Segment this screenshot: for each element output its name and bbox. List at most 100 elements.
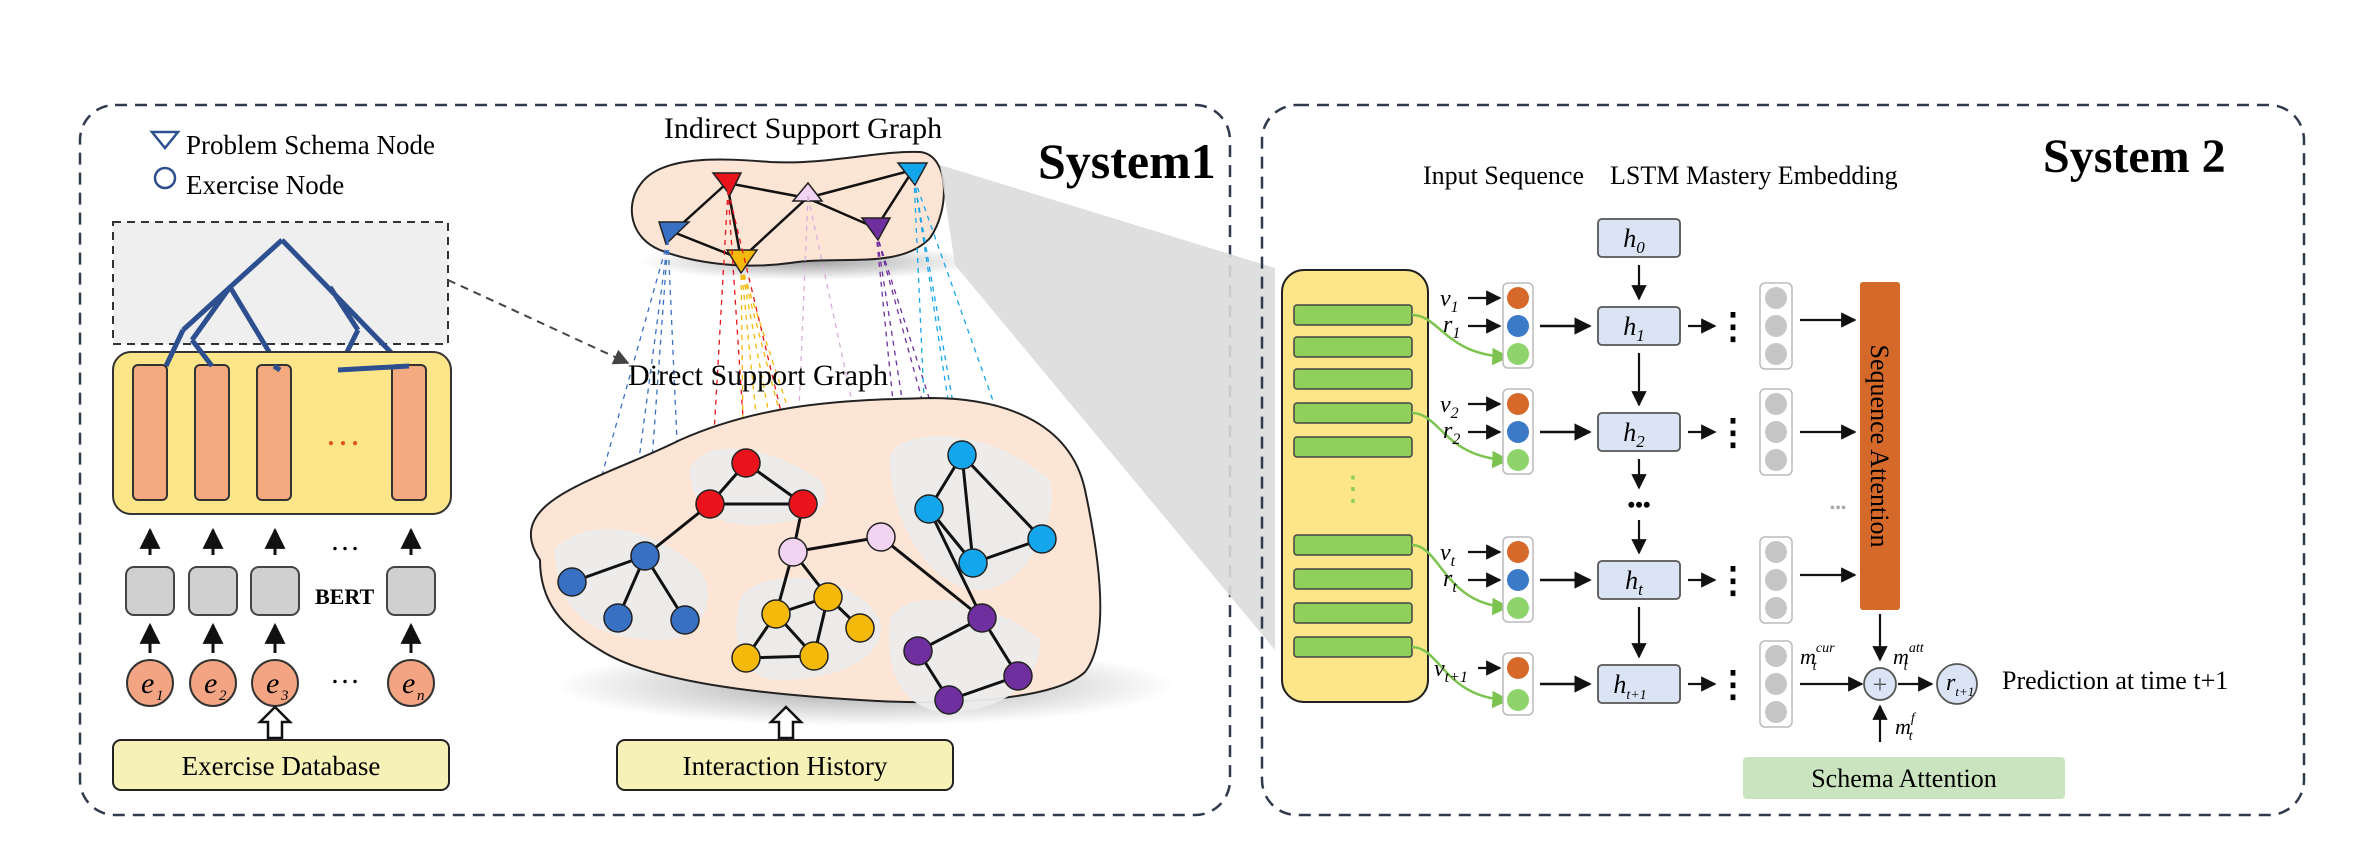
exercise-node	[695, 489, 725, 519]
sequence-bar	[1293, 336, 1413, 358]
embedding-bar	[256, 364, 292, 501]
attention-gray-dots: •••	[1830, 500, 1847, 517]
svg-text:ht+1: ht+1	[1613, 670, 1646, 703]
exercise-node	[603, 603, 633, 633]
interaction-history-label: Interaction History	[683, 751, 888, 781]
sequence-bar	[1293, 304, 1413, 326]
svg-text:e: e	[141, 667, 154, 700]
lstm-cells	[1597, 218, 1681, 704]
exercise-ellipsis: …	[330, 657, 360, 690]
svg-text:e: e	[402, 667, 415, 700]
system2-title: System 2	[2043, 130, 2226, 183]
exercise-node-e1: e 1	[126, 659, 174, 707]
column-mastery-embedding: Mastery Embedding	[1686, 161, 1898, 190]
arrow-ellipsis: …	[330, 524, 360, 557]
column-lstm: LSTM	[1610, 161, 1679, 190]
exercise-node	[1003, 661, 1033, 691]
bert-boxes	[125, 566, 436, 616]
exercise-node	[630, 541, 660, 571]
schema-node	[711, 172, 743, 197]
svg-text:⋮: ⋮	[1715, 306, 1751, 346]
schema-attention-label: Schema Attention	[1811, 764, 1997, 793]
v2-label: v2	[1440, 392, 1459, 422]
mastery-dots: ⋮ ⋮ ⋮ ⋮	[1715, 306, 1751, 704]
svg-text:h2: h2	[1623, 418, 1645, 451]
encoder-ellipsis: …	[325, 413, 361, 453]
exercise-node	[813, 582, 843, 612]
hierarchy-to-graph-arrow	[447, 279, 630, 365]
embedding-bar	[132, 364, 168, 501]
exercise-database-label: Exercise Database	[182, 751, 381, 781]
lstm-cell-ht	[1597, 560, 1681, 600]
prediction-node	[1936, 663, 1978, 705]
sequence-bar	[1293, 368, 1413, 390]
input-triplets	[1502, 282, 1534, 716]
schema-tree	[181, 238, 410, 372]
v1-label: v1	[1440, 286, 1459, 316]
svg-text:e: e	[204, 667, 217, 700]
svg-text:3: 3	[280, 688, 289, 704]
exercise-node	[731, 643, 761, 673]
schema-node	[791, 181, 824, 202]
encoder-bars	[132, 364, 427, 501]
exercise-node	[1027, 524, 1057, 554]
bert-box	[188, 566, 238, 616]
prediction-label: Prediction at time t+1	[2002, 666, 2228, 695]
exercise-node	[958, 548, 988, 578]
database-hollow-arrow	[256, 705, 294, 740]
exercise-node	[788, 489, 818, 519]
exercise-node	[914, 494, 944, 524]
exercise-node	[557, 567, 587, 597]
lstm-cell-ht1	[1597, 664, 1681, 704]
fusion-plus: +	[1873, 670, 1888, 699]
schema-node	[657, 221, 691, 246]
exercise-node	[670, 605, 700, 635]
prediction-node-label: rt+1	[1946, 670, 1974, 699]
attention-arrows	[1800, 312, 1864, 692]
input-labels: v1 r1 v2 r2 vt rt vt+1	[1434, 286, 1468, 686]
exercise-node	[967, 603, 997, 633]
indirect-graph-blob	[630, 150, 945, 267]
legend-exercise-node-label: Exercise Node	[186, 170, 344, 200]
lstm-cell-h1	[1597, 306, 1681, 346]
schema-node	[896, 162, 929, 187]
svg-text:2: 2	[219, 688, 227, 704]
sequence-bar	[1293, 436, 1413, 458]
exercise-node	[731, 448, 761, 478]
rt-label: rt	[1443, 566, 1457, 596]
indirect-graph-title: Indirect Support Graph	[664, 112, 942, 145]
exercise-node-legend-icon	[153, 166, 177, 190]
encoder-up-arrows	[139, 527, 422, 555]
r1-label: r1	[1443, 312, 1460, 342]
svg-text:h1: h1	[1623, 312, 1645, 345]
vt-label: vt	[1440, 540, 1456, 570]
schema-attention-box	[1743, 757, 2065, 799]
direct-graph-title: Direct Support Graph	[628, 359, 888, 392]
exercise-node	[799, 641, 829, 671]
input-arrows	[1468, 290, 1502, 676]
sequence-bar	[1293, 402, 1413, 424]
svg-text:⋮: ⋮	[1715, 560, 1751, 600]
svg-text:n: n	[417, 688, 425, 704]
svg-text:ht: ht	[1625, 566, 1644, 599]
tree-leaf-links	[163, 328, 410, 373]
sequence-bar	[1293, 636, 1413, 658]
fusion-node	[1863, 667, 1897, 701]
lstm-middle-dots: •••	[1627, 492, 1650, 517]
sequence-attention-bar	[1860, 282, 1900, 610]
history-hollow-arrow	[767, 705, 805, 740]
sequence-bar	[1293, 568, 1413, 590]
exercise-node	[761, 599, 791, 629]
schema-node	[860, 217, 892, 242]
sequence-bar	[1293, 602, 1413, 624]
interaction-history-box	[616, 739, 954, 791]
exercise-node	[903, 636, 933, 666]
exercise-node-e3: e 3	[251, 659, 299, 707]
direct-graph-nodes	[557, 440, 1057, 715]
lstm-input-arrows	[1540, 317, 1592, 693]
svg-text:⋮: ⋮	[1715, 412, 1751, 452]
embedding-bar	[391, 364, 427, 501]
sequence-attention-label: Sequence Attention	[1865, 345, 1894, 548]
